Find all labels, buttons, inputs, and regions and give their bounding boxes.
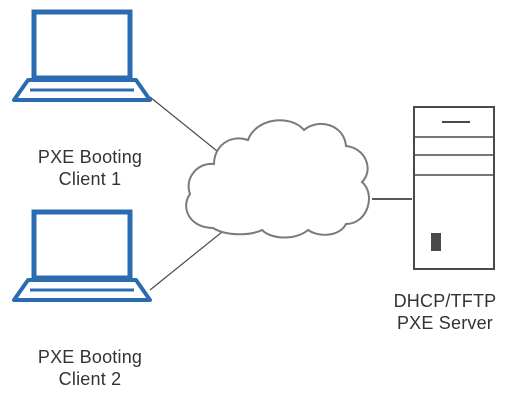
- client-1-label: PXE Booting Client 1: [0, 146, 180, 190]
- laptop-screen: [31, 209, 133, 281]
- client-2-label-line-1: PXE Booting: [37, 347, 143, 367]
- server-label-line-2: PXE Server: [396, 313, 494, 333]
- client-1-label-line-1: PXE Booting: [37, 147, 143, 167]
- connector-client-2-to-cloud: [149, 231, 223, 291]
- cloud-icon: [185, 119, 370, 239]
- client-2-label-line-2: Client 2: [58, 369, 122, 389]
- server-power-led: [431, 233, 441, 251]
- connector-client-1-to-cloud: [149, 96, 223, 156]
- server-case: [413, 106, 495, 270]
- server-label-line-1: DHCP/TFTP: [393, 291, 497, 311]
- client-1-label-line-2: Client 1: [58, 169, 122, 189]
- server-label: DHCP/TFTP PXE Server: [375, 290, 515, 334]
- laptop-icon: [12, 209, 152, 302]
- laptop-screen: [31, 9, 133, 81]
- server-tower-icon: [413, 106, 495, 270]
- client-2-label: PXE Booting Client 2: [0, 346, 180, 390]
- cloud-outline: [185, 119, 370, 239]
- laptop-icon: [12, 9, 152, 102]
